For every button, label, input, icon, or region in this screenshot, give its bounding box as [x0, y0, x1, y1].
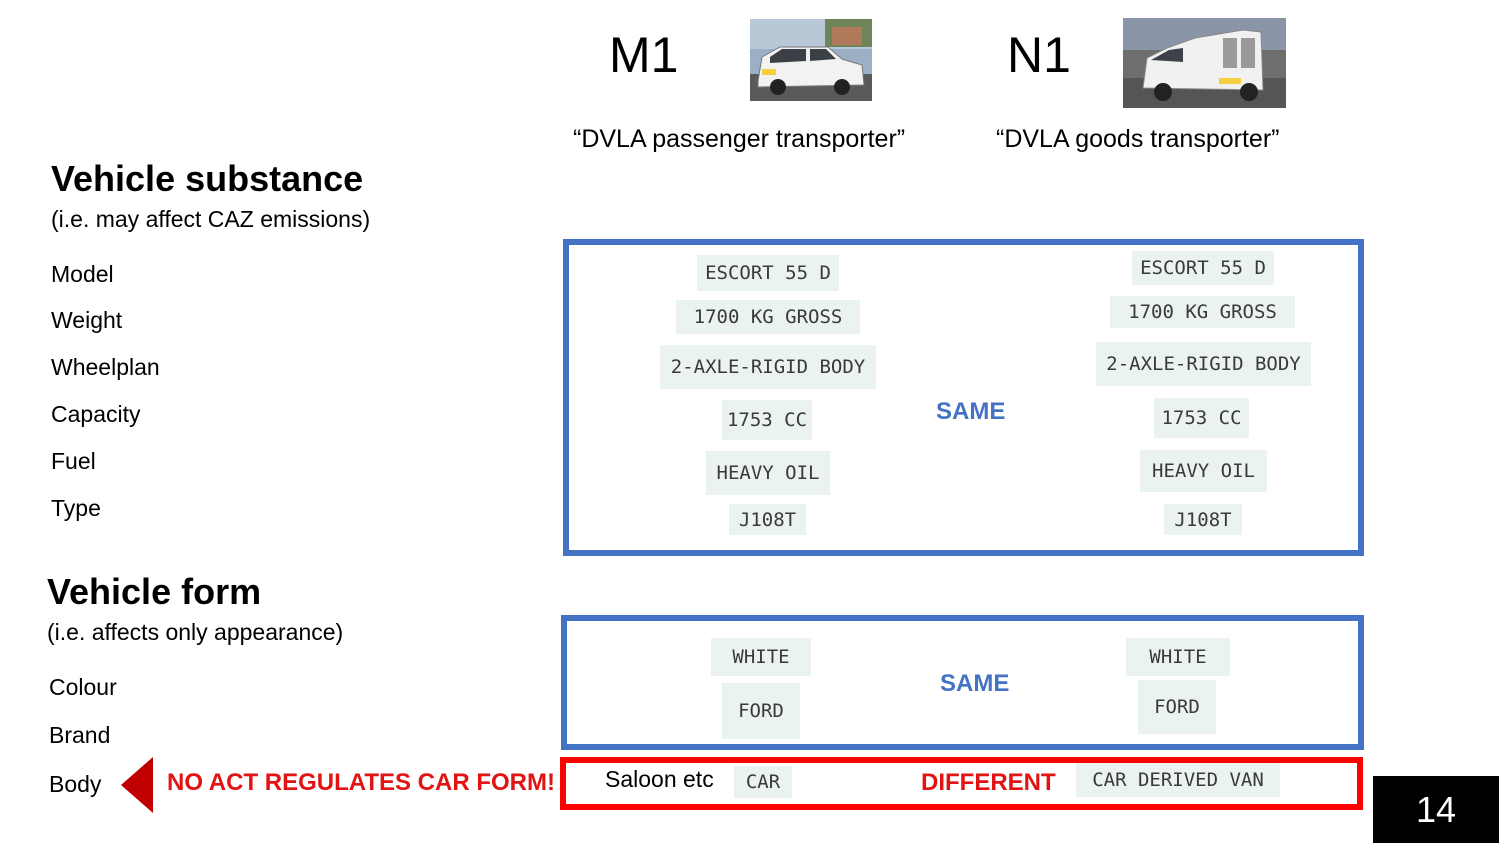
label-weight: Weight: [51, 307, 123, 333]
body-comparison-box: [560, 757, 1363, 810]
m1-quote: “DVLA passenger transporter”: [573, 125, 906, 153]
n1-quote: “DVLA goods transporter”: [996, 125, 1280, 153]
label-type: Type: [51, 495, 101, 521]
n1-van-photo: [1123, 18, 1286, 108]
form-subtitle: (i.e. affects only appearance): [47, 619, 344, 645]
m1-type-value: J108T: [729, 504, 806, 535]
saloon-car-image: [750, 19, 872, 101]
left-pointing-triangle-icon: [121, 757, 153, 813]
m1-weight-value: 1700 KG GROSS: [676, 300, 860, 334]
m1-model-value: ESCORT 55 D: [697, 255, 839, 291]
label-brand: Brand: [49, 722, 111, 748]
form-comparison-box: [561, 615, 1364, 750]
form-verdict: SAME: [940, 670, 1010, 697]
m1-brand-value: FORD: [722, 683, 800, 739]
n1-type-value: J108T: [1164, 504, 1242, 535]
substance-title: Vehicle substance: [51, 158, 364, 199]
substance-comparison-box: [563, 239, 1364, 556]
n1-wheelplan-value: 2-AXLE-RIGID BODY: [1096, 342, 1311, 386]
n1-body-value: CAR DERIVED VAN: [1076, 763, 1280, 797]
n1-heading: N1: [1007, 27, 1071, 83]
n1-fuel-value: HEAVY OIL: [1140, 450, 1267, 492]
body-verdict: DIFFERENT: [921, 769, 1056, 796]
m1-capacity-value: 1753 CC: [722, 400, 812, 440]
n1-brand-value: FORD: [1138, 680, 1216, 734]
label-body: Body: [49, 771, 102, 797]
substance-verdict: SAME: [936, 398, 1006, 425]
m1-colour-value: WHITE: [711, 638, 811, 676]
label-fuel: Fuel: [51, 448, 96, 474]
n1-capacity-value: 1753 CC: [1154, 398, 1249, 438]
m1-heading: M1: [609, 27, 679, 83]
n1-weight-value: 1700 KG GROSS: [1110, 296, 1295, 328]
n1-colour-value: WHITE: [1126, 638, 1230, 676]
form-title: Vehicle form: [47, 571, 262, 612]
m1-car-photo: [750, 19, 872, 101]
m1-fuel-value: HEAVY OIL: [706, 451, 830, 495]
m1-body-value: CAR: [734, 766, 792, 798]
n1-model-value: ESCORT 55 D: [1132, 251, 1274, 285]
label-wheelplan: Wheelplan: [51, 354, 160, 380]
label-model: Model: [51, 261, 114, 287]
no-act-note: NO ACT REGULATES CAR FORM!: [167, 769, 555, 796]
page-number: 14: [1373, 776, 1499, 843]
m1-wheelplan-value: 2-AXLE-RIGID BODY: [660, 345, 876, 389]
m1-body-caption: Saloon etc: [605, 766, 714, 792]
label-capacity: Capacity: [51, 401, 141, 427]
label-colour: Colour: [49, 674, 117, 700]
substance-subtitle: (i.e. may affect CAZ emissions): [51, 206, 371, 232]
van-image: [1123, 18, 1286, 108]
